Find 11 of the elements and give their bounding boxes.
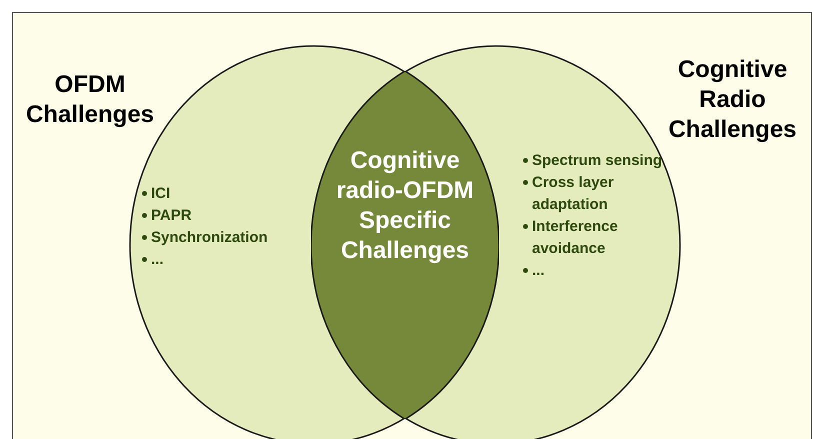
bullet-text: Cross layer adaptation bbox=[532, 173, 615, 215]
circle-heading: OFDM Challenges bbox=[24, 70, 156, 130]
overlap-text: Cognitive radio-OFDM Specific Challenges bbox=[335, 146, 475, 266]
bullet-text: ICI bbox=[151, 184, 170, 204]
bullet-text: ... bbox=[151, 250, 164, 270]
bullet-text: Spectrum sensing bbox=[532, 151, 662, 171]
bullet-text: Synchronization bbox=[151, 228, 268, 248]
bullet-text: Interference avoidance bbox=[532, 217, 619, 259]
bullet-text: PAPR bbox=[151, 206, 192, 226]
bullet-text: ... bbox=[532, 261, 545, 281]
circle-heading: Cognitive Radio Challenges bbox=[667, 55, 798, 145]
